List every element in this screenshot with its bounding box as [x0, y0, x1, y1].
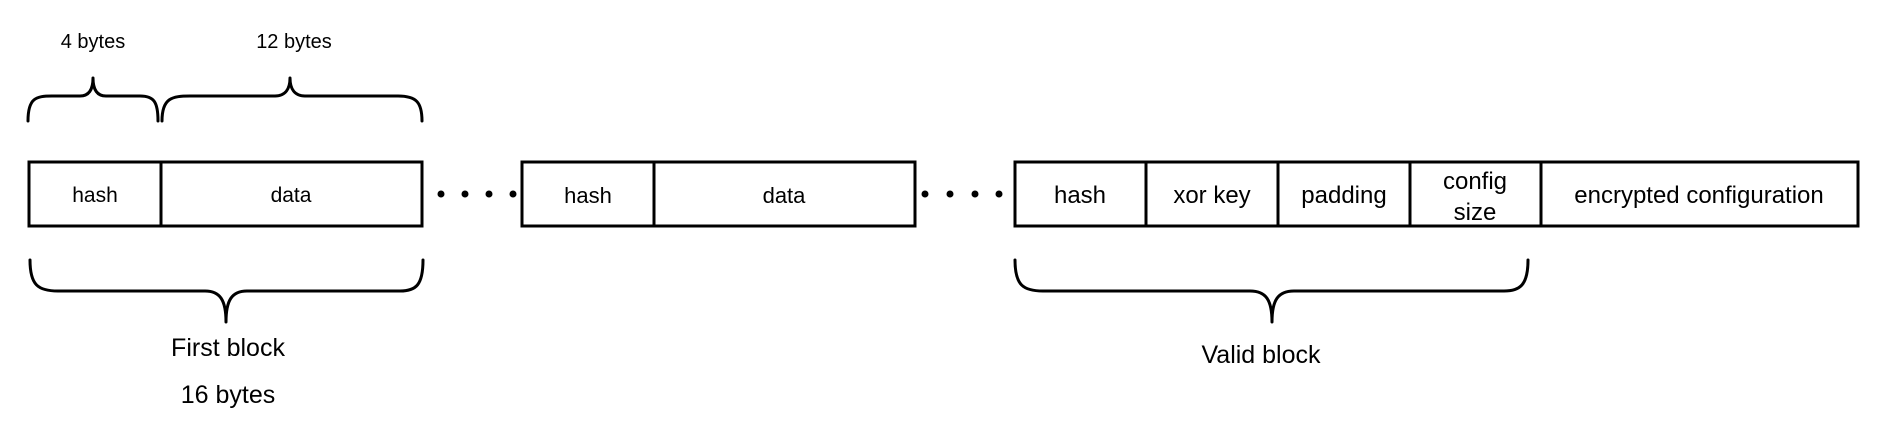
size-label-12-bytes: 12 bytes	[256, 31, 332, 53]
brace-12-bytes	[160, 76, 424, 123]
first-block-size-label: 16 bytes	[181, 381, 276, 409]
valid-block-encrypted-configuration-field: encrypted configuration	[1574, 182, 1824, 209]
valid-block-label: Valid block	[1201, 341, 1321, 369]
valid-block-config-size-line2: size	[1454, 199, 1497, 226]
middle-block: hash data	[520, 160, 917, 228]
middle-block-hash-field: hash	[564, 183, 612, 208]
valid-block-xor-key-field: xor key	[1173, 182, 1250, 209]
ellipsis-dots-1	[437, 190, 517, 198]
valid-block: hash xor key padding config size encrypt…	[1013, 160, 1860, 228]
size-label-4-bytes: 4 bytes	[61, 31, 125, 53]
brace-first-block	[28, 258, 425, 324]
first-block-data-field: data	[271, 184, 312, 207]
brace-4-bytes	[26, 76, 160, 123]
valid-block-hash-field: hash	[1054, 182, 1106, 209]
valid-block-config-size-line1: config	[1443, 168, 1507, 195]
first-block-label: First block	[171, 334, 285, 362]
ellipsis-dots-2	[921, 190, 1003, 198]
middle-block-data-field: data	[763, 183, 807, 208]
first-block: hash data	[27, 160, 424, 228]
first-block-hash-field: hash	[72, 184, 118, 207]
valid-block-padding-field: padding	[1301, 182, 1386, 209]
brace-valid-block	[1013, 258, 1530, 324]
